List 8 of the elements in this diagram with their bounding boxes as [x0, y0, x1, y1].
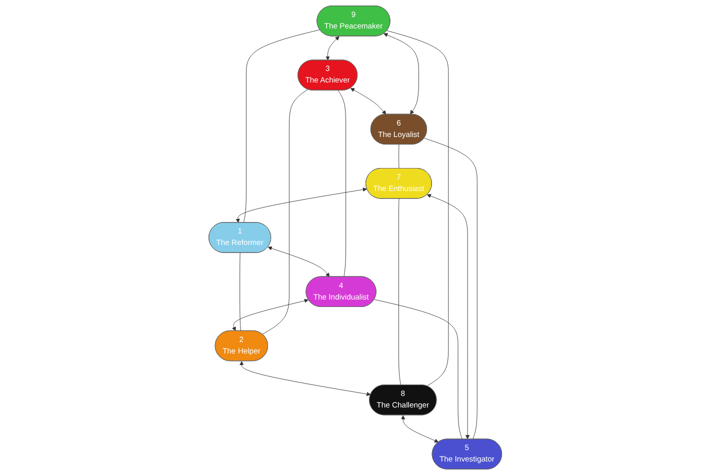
connector [243, 30, 320, 223]
connector [374, 299, 462, 440]
connector [398, 144, 399, 169]
connector [239, 252, 241, 332]
connector [398, 198, 401, 386]
connector [337, 90, 346, 278]
connector [262, 89, 308, 335]
connector [386, 30, 448, 386]
